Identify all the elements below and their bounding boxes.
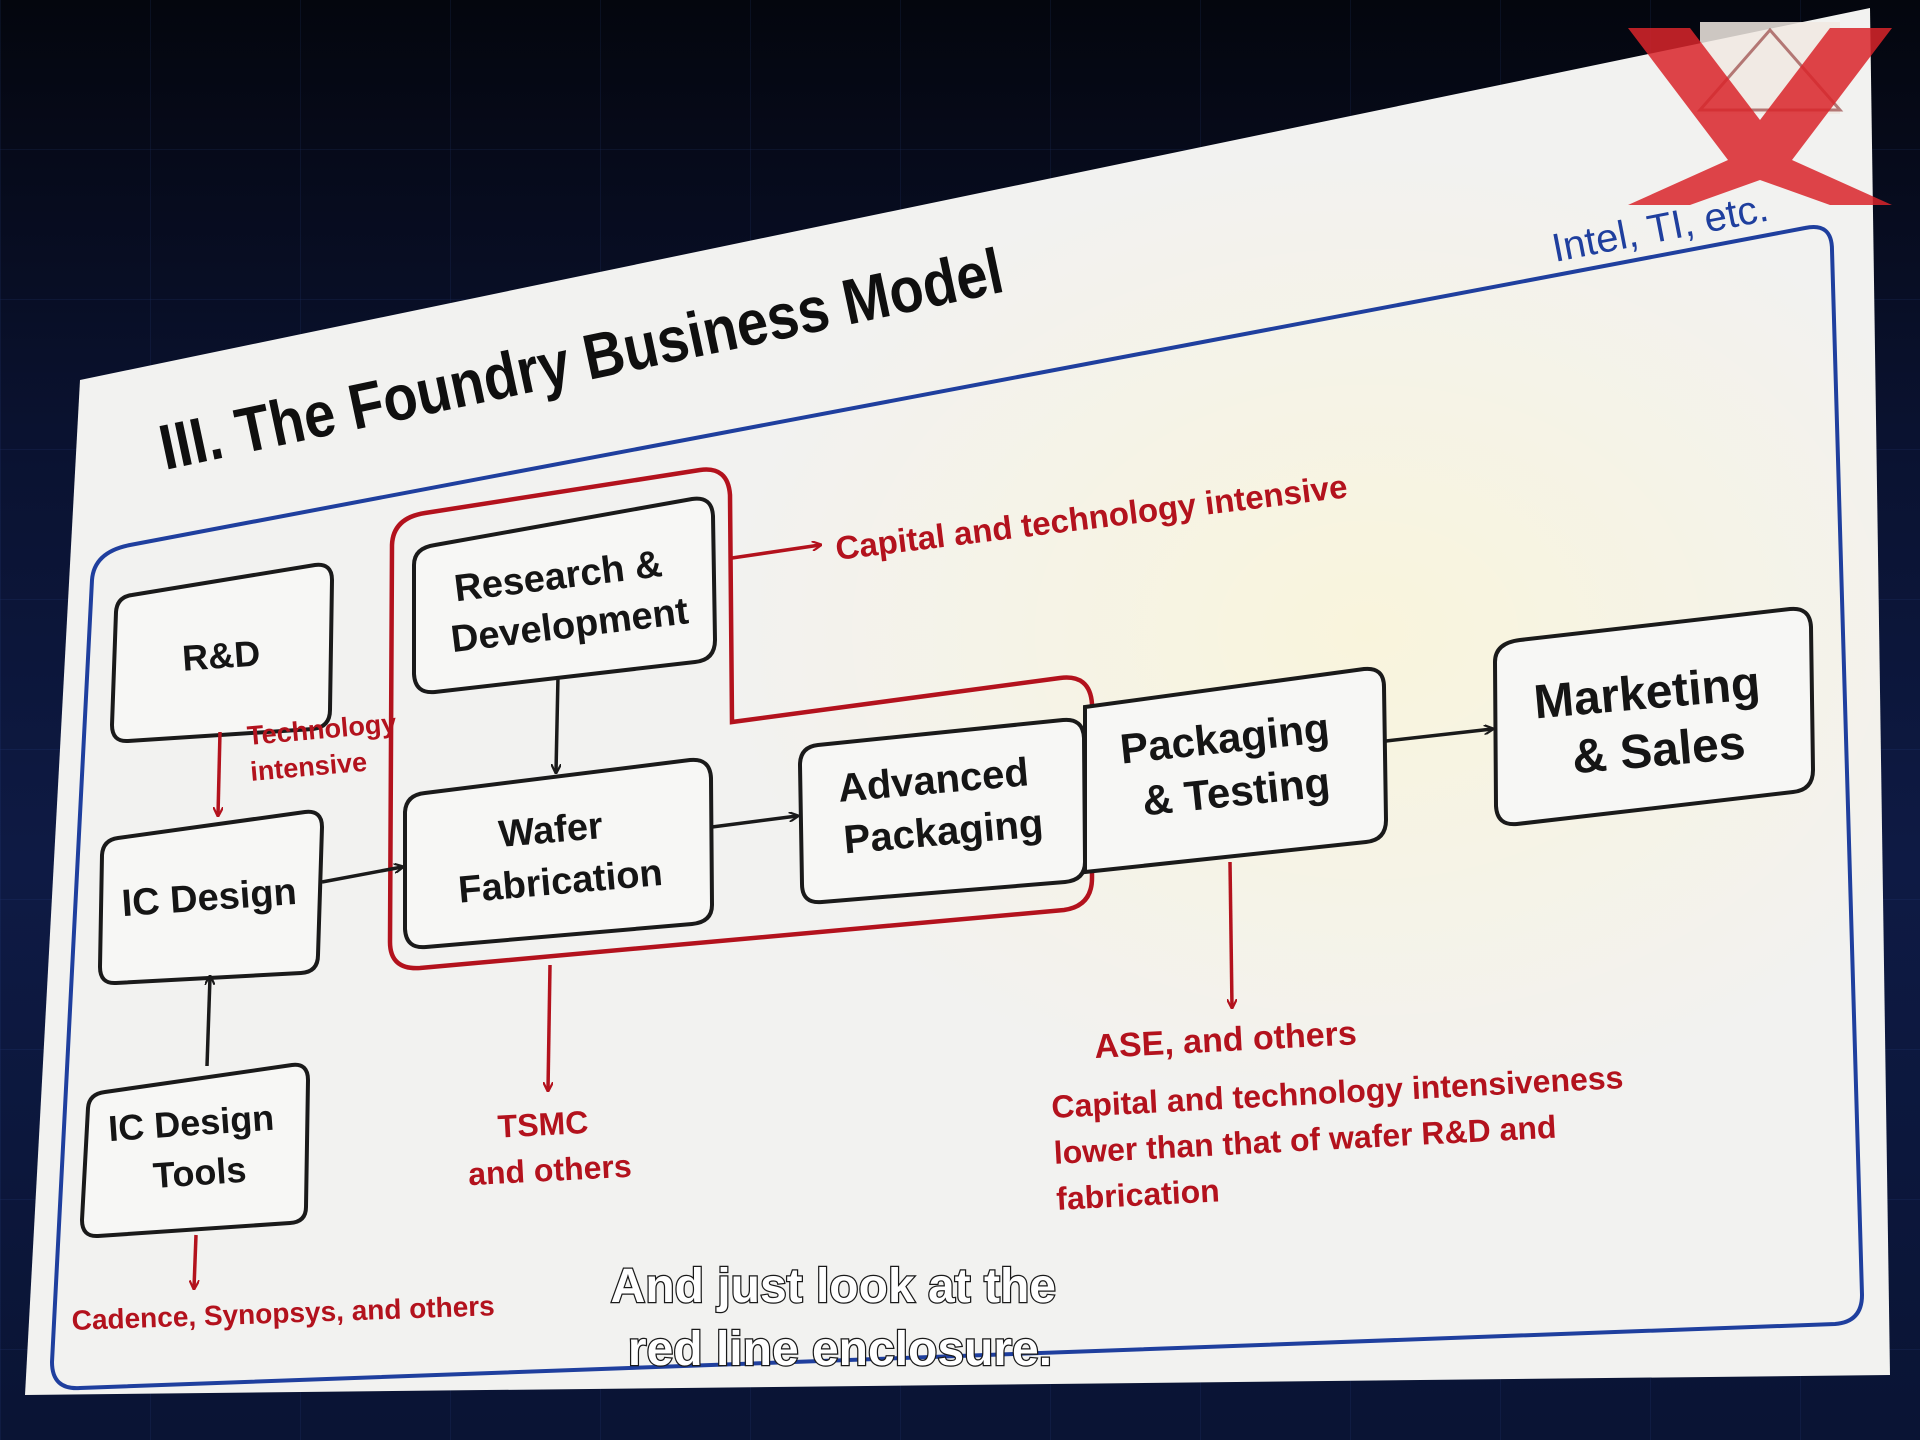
box-advanced-packaging: Advanced Packaging xyxy=(797,717,1088,905)
box-packaging-testing: Packaging & Testing xyxy=(1083,666,1389,875)
box-rd: R&D xyxy=(109,562,335,744)
box-ic-design: IC Design xyxy=(97,809,325,986)
red-line-enclosure xyxy=(387,467,1095,971)
arrow-packtest-to-ase xyxy=(1230,861,1232,1007)
box-wafer-fabrication: Wafer Fabrication xyxy=(403,757,715,950)
box-marketing-sales: Marketing & Sales xyxy=(1492,606,1816,827)
arrow-wafer-to-advpack xyxy=(711,816,797,829)
blue-enclosure-line xyxy=(49,225,1865,1391)
arrow-wafer-to-tsmc xyxy=(548,964,550,1090)
video-caption: And just look at the red line enclosure. xyxy=(611,1260,1070,1376)
box-ic-design-tools: IC Design Tools xyxy=(79,1062,311,1239)
box-rd-label: R&D xyxy=(181,632,262,678)
arrow-tools-to-cadence xyxy=(194,1234,196,1288)
watermark-logo xyxy=(1628,22,1892,205)
arrow-icdesign-to-wafer xyxy=(321,867,402,884)
slide-glare xyxy=(25,8,1890,1395)
arrow-packtest-to-marketing xyxy=(1385,729,1492,743)
arrow-rd-to-icdesign xyxy=(218,731,220,815)
arrow-rd-to-wafer xyxy=(556,675,558,772)
arrow-tools-to-icdesign xyxy=(207,977,210,1067)
tsmc-label: TSMC and others xyxy=(465,1102,633,1192)
box-research-development: Research & Development xyxy=(412,496,718,695)
arrow-enclosure-to-capital-label xyxy=(731,545,820,560)
